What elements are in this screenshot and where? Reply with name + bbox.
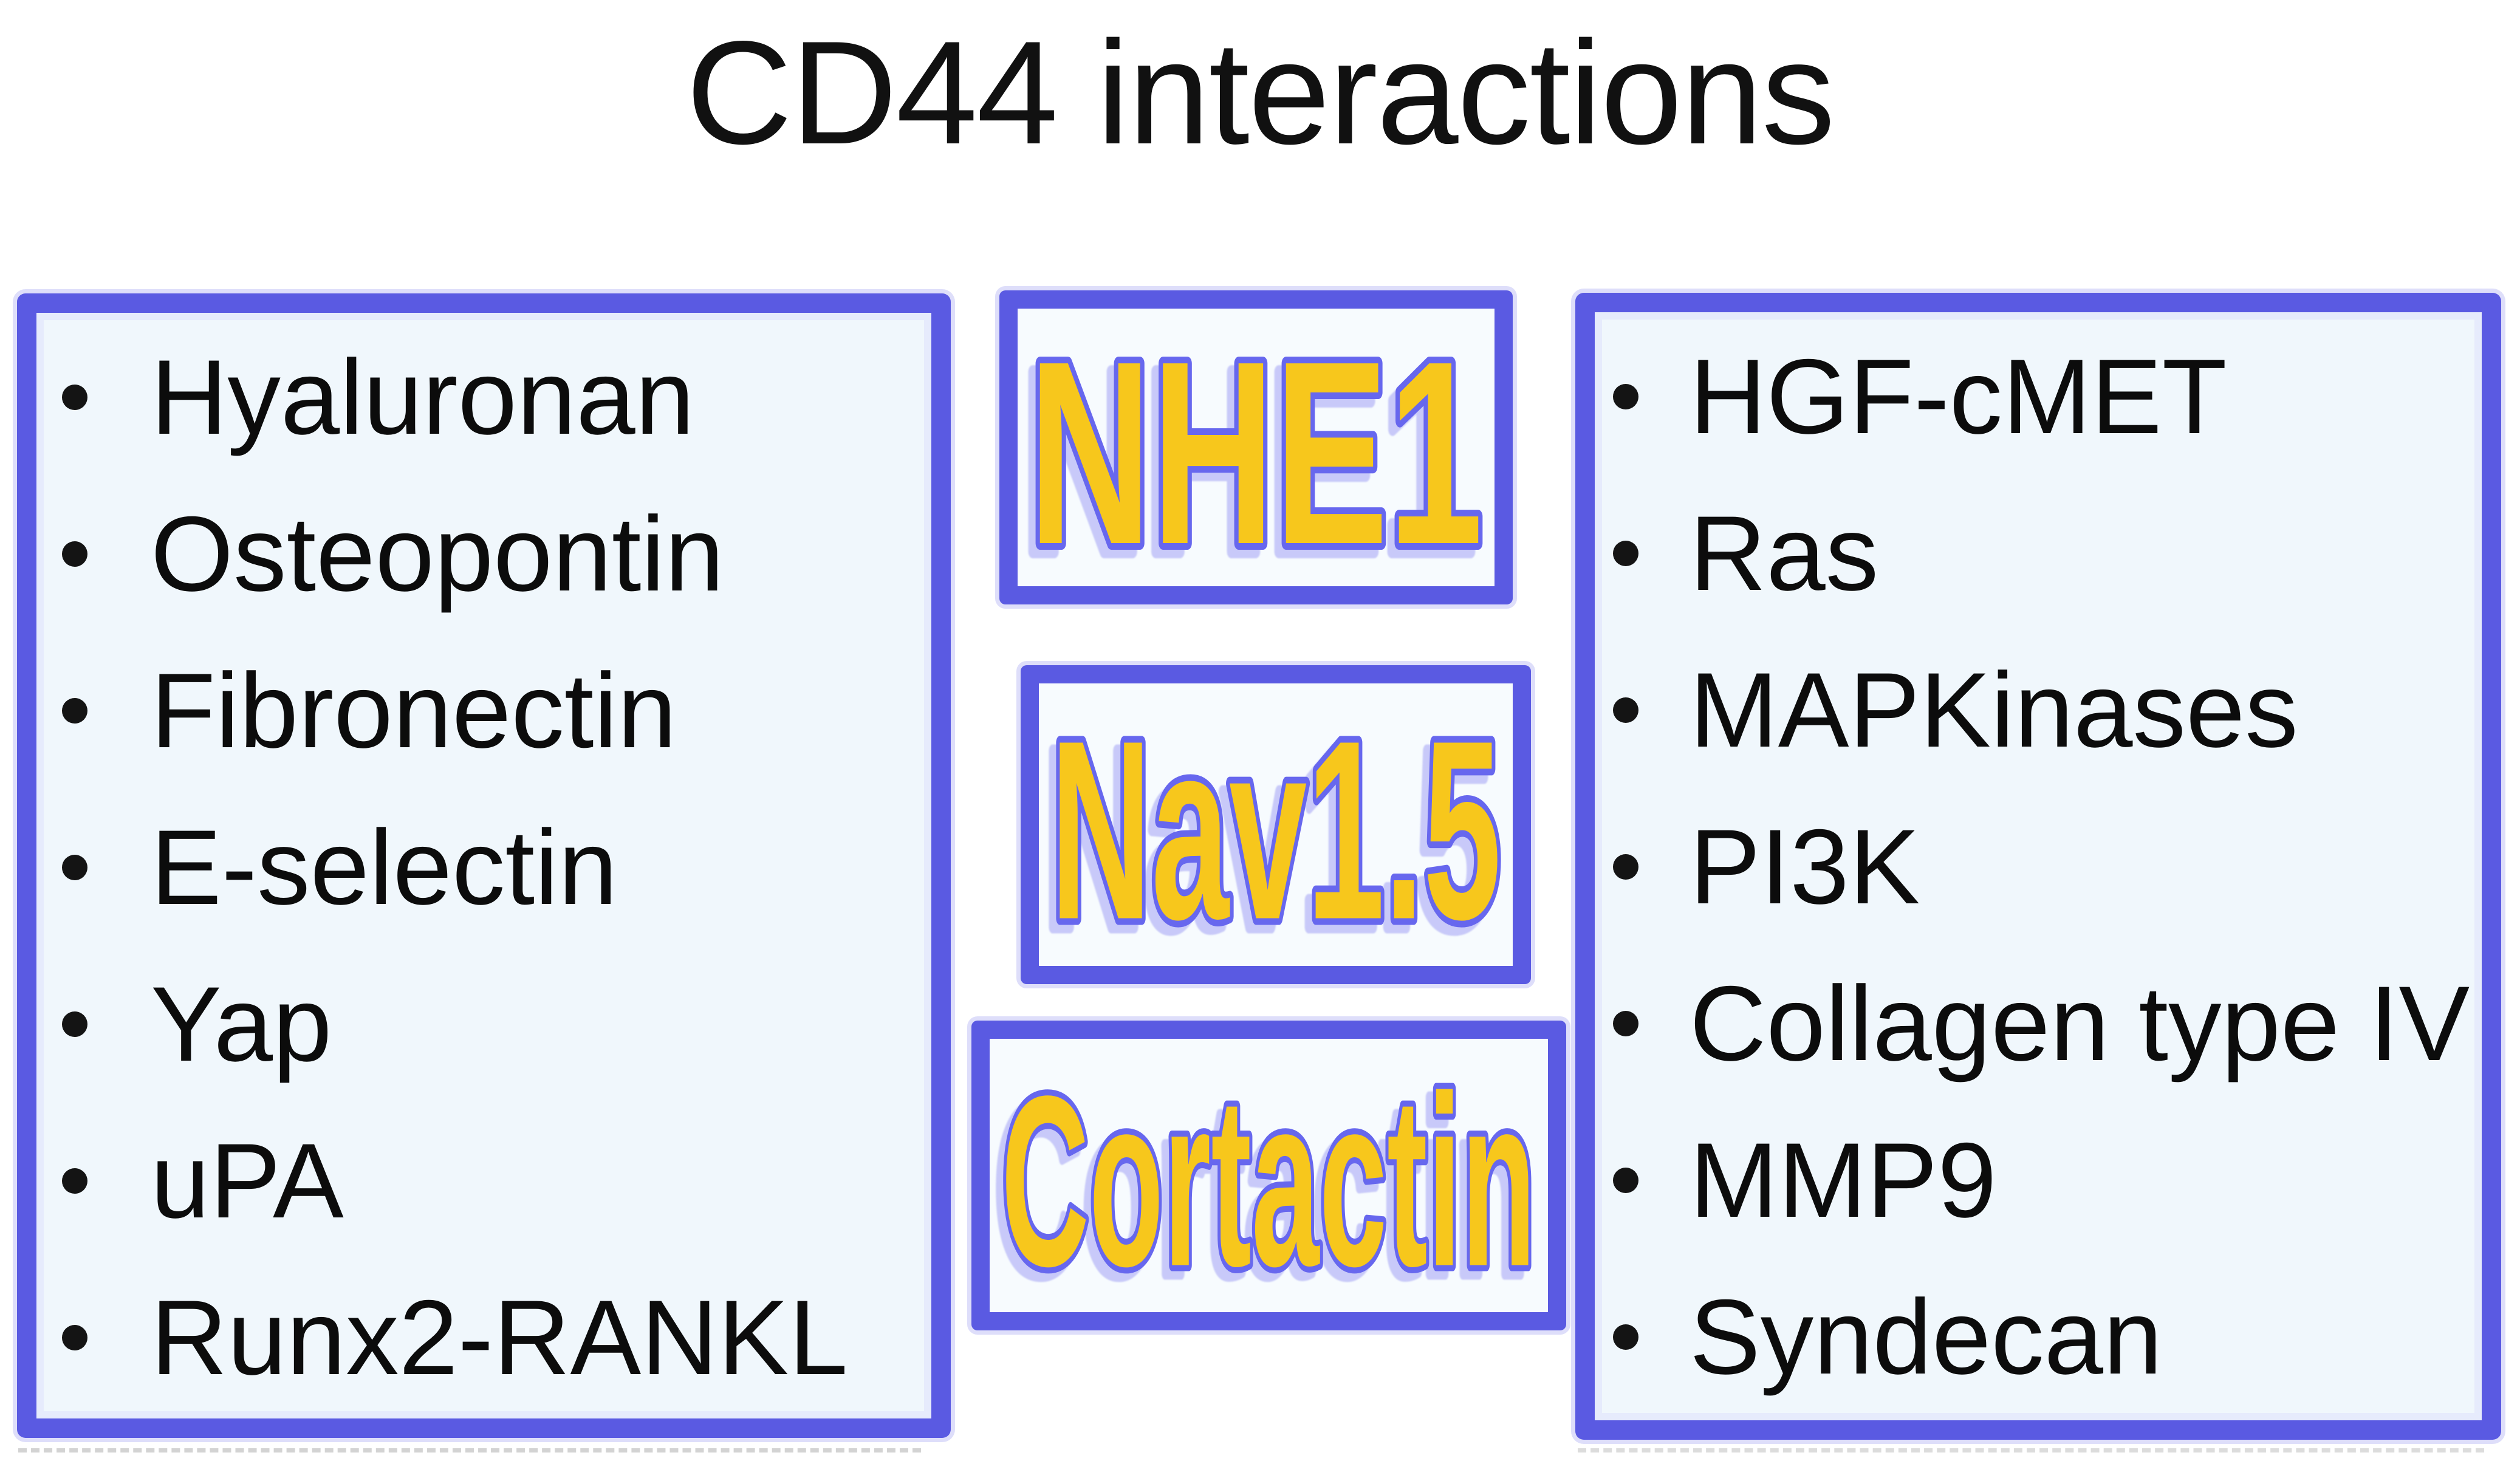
item-label: uPA [151,1121,344,1240]
list-item: PI3K [1595,789,2482,945]
bullet-icon [62,855,87,880]
cortactin-box: Cortactin [971,1021,1566,1330]
bottom-dashed-line-right [1578,1448,2484,1452]
item-label: MAPKinases [1690,651,2298,770]
bullet-icon [62,541,87,567]
list-item: E-selectin [36,789,931,946]
item-label: Yap [151,965,332,1084]
list-item: MMP9 [1595,1102,2482,1259]
item-label: HGF-cMET [1690,337,2227,456]
bottom-dashed-line-left [18,1448,921,1452]
list-item: Hyaluronan [36,319,931,476]
bullet-icon [1613,854,1638,880]
list-item: uPA [36,1103,931,1259]
nav1-5-wordart: Nav1.5 [1044,682,1508,980]
bullet-icon [62,698,87,724]
list-item: Fibronectin [36,632,931,789]
bullet-icon [62,1168,87,1194]
item-label: E-selectin [151,808,618,927]
right-panel-list: HGF-cMET Ras MAPKinases PI3K Collagen ty… [1595,312,2482,1420]
list-item: Syndecan [1595,1259,2482,1415]
list-item: Collagen type IV [1595,945,2482,1102]
left-panel-list: Hyaluronan Osteopontin Fibronectin E-sel… [36,313,931,1418]
bullet-icon [1613,384,1638,409]
bullet-icon [62,385,87,410]
item-label: PI3K [1690,807,1920,926]
cortactin-wordart: Cortactin [995,1039,1542,1323]
item-label: Ras [1690,494,1879,613]
item-label: MMP9 [1690,1121,1997,1240]
list-item: Ras [1595,475,2482,632]
item-label: Hyaluronan [151,338,694,457]
list-item: Yap [36,946,931,1103]
list-item: HGF-cMET [1595,318,2482,475]
bullet-icon [1613,541,1638,566]
slide-title: CD44 interactions [686,11,1835,175]
item-label: Fibronectin [151,651,677,770]
nhe1-label: NHE1 [1029,307,1483,599]
item-label: Osteopontin [151,494,724,614]
cortactin-label: Cortactin [1001,1045,1536,1317]
nhe1-wordart: NHE1 [1022,301,1490,606]
right-panel: HGF-cMET Ras MAPKinases PI3K Collagen ty… [1575,293,2501,1440]
bullet-icon [1613,1324,1638,1350]
bullet-icon [62,1011,87,1037]
item-label: Syndecan [1690,1278,2163,1397]
left-panel: Hyaluronan Osteopontin Fibronectin E-sel… [17,293,951,1438]
list-item: Osteopontin [36,476,931,632]
item-label: Runx2-RANKL [151,1278,848,1397]
nav1-5-label: Nav1.5 [1050,688,1501,973]
nhe1-box: NHE1 [999,290,1513,606]
nav1-5-box: Nav1.5 [1021,665,1531,984]
item-label: Collagen type IV [1690,964,2470,1083]
bullet-icon [1613,1011,1638,1036]
bullet-icon [1613,697,1638,723]
list-item: MAPKinases [1595,632,2482,789]
list-item: Runx2-RANKL [36,1259,931,1416]
bullet-icon [62,1325,87,1350]
bullet-icon [1613,1168,1638,1193]
